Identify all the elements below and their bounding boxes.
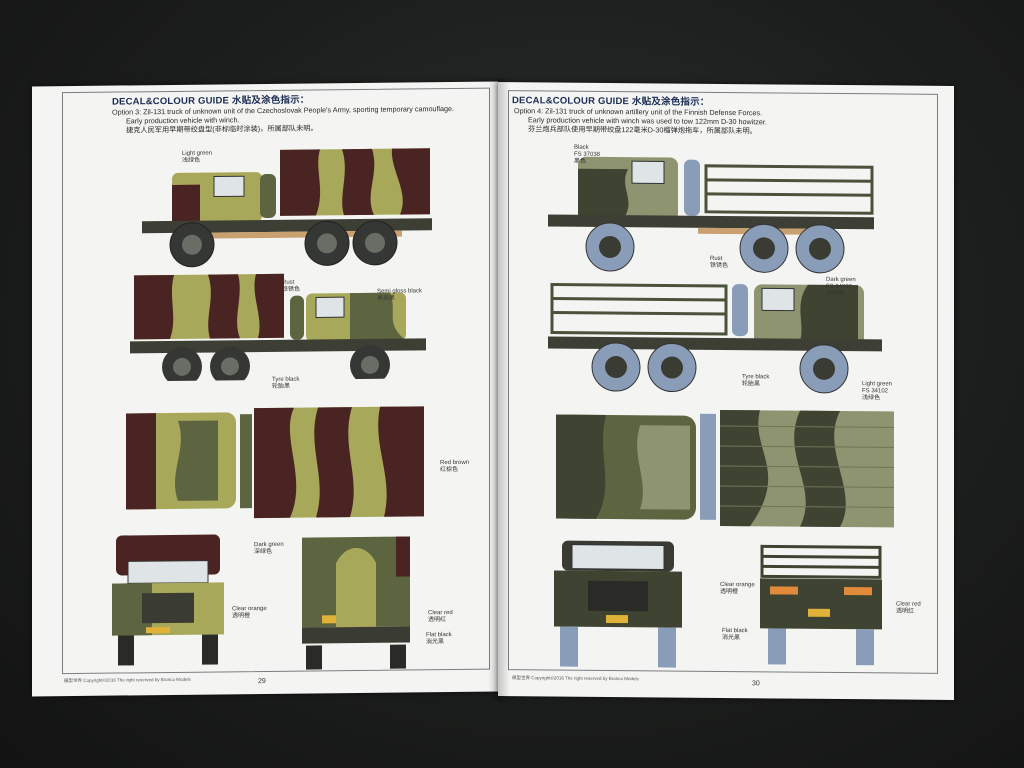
truck-side-view-left bbox=[548, 156, 874, 274]
truck-front-view bbox=[554, 540, 682, 668]
page-number: 30 bbox=[752, 680, 760, 688]
page-29: DECAL&COLOUR GUIDE 水贴及涂色指示： Option 3: Zi… bbox=[32, 81, 498, 697]
truck-rear-view bbox=[760, 544, 882, 666]
truck-front-view bbox=[112, 534, 224, 666]
page-30: DECAL&COLOUR GUIDE 水贴及涂色指示： Option 4: Zi… bbox=[498, 82, 954, 700]
instruction-booklet: DECAL&COLOUR GUIDE 水贴及涂色指示： Option 3: Zi… bbox=[32, 78, 956, 702]
truck-side-view-right bbox=[130, 273, 426, 382]
truck-side-view-right bbox=[548, 282, 882, 394]
truck-rear-view bbox=[302, 536, 410, 670]
page-number: 29 bbox=[258, 677, 266, 686]
truck-top-view bbox=[556, 409, 894, 528]
truck-top-view bbox=[126, 406, 424, 519]
option-description: Option 4: Zil-131 truck of unknown artil… bbox=[514, 106, 924, 137]
booklet-spine bbox=[488, 78, 510, 702]
truck-side-view-left bbox=[142, 148, 432, 268]
option-description: Option 3: Zil-131 truck of unknown unit … bbox=[112, 104, 482, 135]
page-footer: 模型世界 Copyright©2016 The right reserved b… bbox=[512, 675, 639, 682]
page-footer: 模型世界 Copyright©2016 The right reserved b… bbox=[64, 676, 191, 684]
